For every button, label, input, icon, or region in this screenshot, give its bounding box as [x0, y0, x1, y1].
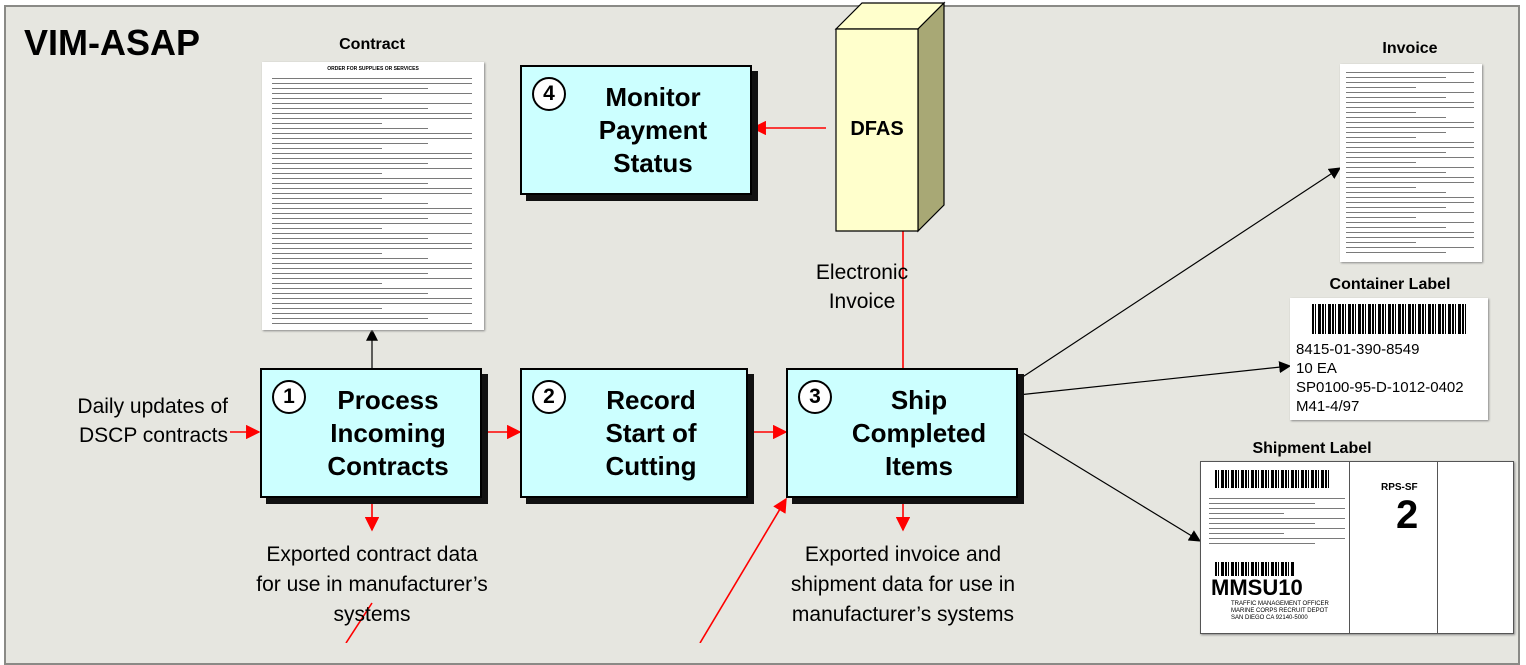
- contract-document: ORDER FOR SUPPLIES OR SERVICES: [262, 62, 484, 330]
- container-label-document: 8415-01-390-8549 10 EA SP0100-95-D-1012-…: [1290, 298, 1488, 420]
- arrow-external-lower-left: [345, 602, 373, 643]
- shipment-service: RPS-SF: [1381, 482, 1418, 493]
- container-label-caption: Container Label: [1329, 276, 1451, 293]
- shipment-form-lines: [1209, 498, 1345, 548]
- process-box-3: 3 Ship Completed Items: [786, 368, 1018, 498]
- shipment-consignee-1: TRAFFIC MANAGEMENT OFFICER: [1231, 601, 1329, 607]
- arrow-external-to-process3: [699, 497, 787, 643]
- process-box-2: 2 Record Start of Cutting: [520, 368, 748, 498]
- daily-updates-label: Daily updates of DSCP contracts: [77, 395, 228, 447]
- shipment-code: MMSU10: [1211, 575, 1303, 600]
- container-date-code: M41-4/97: [1296, 398, 1360, 415]
- shipment-barcode-top: [1215, 470, 1331, 488]
- process-number-3: 3: [798, 380, 832, 414]
- process-label-3: Ship Completed Items: [851, 385, 987, 481]
- dfas-cube: [834, 1, 946, 233]
- exported-contract-label: Exported contract data for use in manufa…: [256, 543, 488, 626]
- diagram-title: VIM-ASAP: [24, 22, 201, 63]
- process-label-1: Process Incoming Contracts: [327, 385, 449, 481]
- electronic-invoice-label: Electronic Invoice: [815, 261, 909, 313]
- contract-heading: ORDER FOR SUPPLIES OR SERVICES: [327, 66, 419, 72]
- process-number-2: 2: [532, 380, 566, 414]
- shipment-divider-right: [1437, 462, 1438, 633]
- shipment-priority: 2: [1396, 493, 1419, 537]
- shipment-label-document: RPS-SF 2 MMSU10 TRAFFIC MANAGEMENT OFFIC…: [1200, 461, 1514, 634]
- arrow-process3-to-shipment-label: [1017, 429, 1202, 542]
- container-nsn: 8415-01-390-8549: [1296, 341, 1420, 358]
- process-box-1: 1 Process Incoming Contracts: [260, 368, 482, 498]
- shipment-consignee-3: SAN DIEGO CA 92140-5000: [1231, 615, 1308, 621]
- connector-layer: [230, 1, 1342, 643]
- shipment-label-caption: Shipment Label: [1252, 440, 1372, 457]
- invoice-caption: Invoice: [1382, 40, 1438, 57]
- invoice-document: [1340, 64, 1482, 262]
- arrow-process3-to-invoice: [1017, 167, 1342, 381]
- process-number-4: 4: [532, 77, 566, 111]
- process-label-4: Monitor Payment Status: [598, 82, 708, 178]
- contract-form-lines: [272, 78, 472, 328]
- process-number-1: 1: [272, 380, 306, 414]
- shipment-divider: [1349, 462, 1350, 633]
- contract-caption: Contract: [339, 36, 405, 53]
- exported-invoice-label: Exported invoice and shipment data for u…: [790, 543, 1016, 626]
- process-label-2: Record Start of Cutting: [605, 385, 697, 481]
- container-contract-number: SP0100-95-D-1012-0402: [1296, 379, 1464, 396]
- arrow-process3-to-container-label: [1017, 361, 1292, 396]
- process-box-4: 4 Monitor Payment Status: [520, 65, 752, 195]
- invoice-form-lines: [1346, 72, 1474, 257]
- shipment-consignee-2: MARINE CORPS RECRUIT DEPOT: [1231, 608, 1328, 614]
- container-barcode: [1312, 304, 1468, 334]
- container-quantity: 10 EA: [1296, 360, 1337, 377]
- dfas-label: DFAS: [850, 118, 904, 140]
- shipment-barcode-consignee: [1215, 562, 1295, 576]
- diagram-canvas: VIM-ASAP DFAS 1 Process Incoming Contrac…: [4, 1, 1520, 665]
